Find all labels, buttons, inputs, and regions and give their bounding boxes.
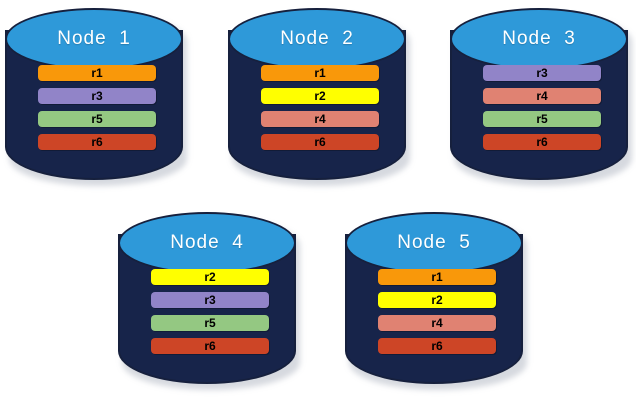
- node-title-label: Node 3: [502, 28, 576, 49]
- node-title-label: Node 4: [170, 232, 244, 253]
- storage-node-cylinder[interactable]: Node 4 r2 r3 r5 r6: [118, 212, 300, 390]
- node-title-label: Node 2: [280, 28, 354, 49]
- node-top-disc: [345, 212, 523, 274]
- replica-bar[interactable]: r1: [261, 65, 379, 81]
- replica-bar[interactable]: r3: [151, 292, 269, 308]
- replica-bar[interactable]: r6: [483, 134, 601, 150]
- node-title-label: Node 5: [397, 232, 471, 253]
- replica-bar[interactable]: r5: [483, 111, 601, 127]
- replica-bar[interactable]: r2: [151, 269, 269, 285]
- replica-bar[interactable]: r4: [261, 111, 379, 127]
- replica-bar-list: r3 r4 r5 r6: [483, 65, 601, 150]
- node-top-disc: [118, 212, 296, 274]
- replica-bar[interactable]: r4: [483, 88, 601, 104]
- replica-bar[interactable]: r3: [483, 65, 601, 81]
- replica-bar[interactable]: r6: [261, 134, 379, 150]
- replica-bar-list: r1 r2 r4 r6: [378, 269, 496, 354]
- replica-bar[interactable]: r1: [378, 269, 496, 285]
- storage-node-cylinder[interactable]: Node 1 r1 r3 r5 r6: [5, 8, 187, 186]
- storage-node-cylinder[interactable]: Node 5 r1 r2 r4 r6: [345, 212, 527, 390]
- replica-bar[interactable]: r6: [38, 134, 156, 150]
- replica-bar[interactable]: r4: [378, 315, 496, 331]
- replica-bar[interactable]: r5: [151, 315, 269, 331]
- replica-bar[interactable]: r1: [38, 65, 156, 81]
- replica-bar[interactable]: r6: [151, 338, 269, 354]
- replica-bar[interactable]: r5: [38, 111, 156, 127]
- replica-bar[interactable]: r3: [38, 88, 156, 104]
- node-title-label: Node 1: [57, 28, 131, 49]
- replica-bar-list: r1 r2 r4 r6: [261, 65, 379, 150]
- replica-bar[interactable]: r2: [378, 292, 496, 308]
- storage-node-cylinder[interactable]: Node 3 r3 r4 r5 r6: [450, 8, 632, 186]
- replica-bar-list: r2 r3 r5 r6: [151, 269, 269, 354]
- replica-bar[interactable]: r2: [261, 88, 379, 104]
- replica-bar[interactable]: r6: [378, 338, 496, 354]
- storage-node-cylinder[interactable]: Node 2 r1 r2 r4 r6: [228, 8, 410, 186]
- replica-bar-list: r1 r3 r5 r6: [38, 65, 156, 150]
